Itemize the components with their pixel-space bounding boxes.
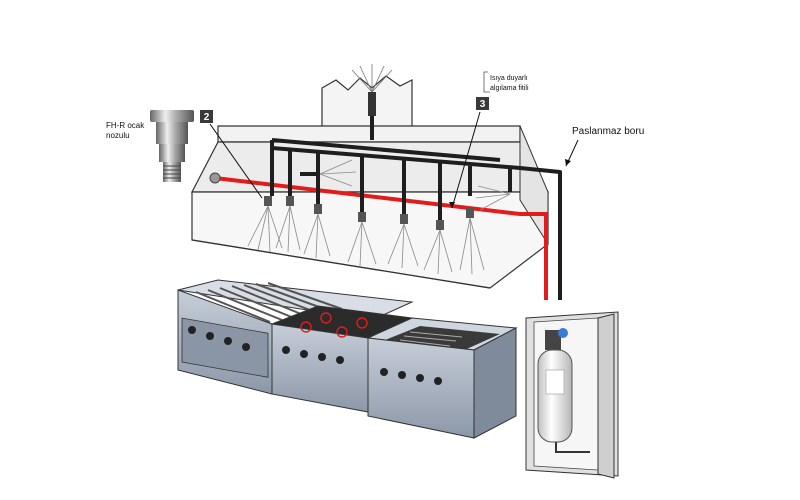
agent-cylinder-cabinet (526, 312, 618, 478)
detector-label-line2: algılama fitili (490, 85, 529, 92)
detector-label-line1: Isıya duyarlı (490, 75, 528, 82)
detection-link-icon (210, 173, 220, 183)
pipe-callout-arrow (565, 140, 578, 166)
fh-r-nozzle-detail (150, 110, 194, 182)
nozzle-label-line2: nozulu (106, 131, 130, 140)
pipe-label: Paslanmaz boru (572, 126, 644, 137)
exhaust-duct (322, 64, 412, 128)
detector-callout-number: 3 (480, 99, 486, 110)
fryer-appliance (368, 318, 516, 438)
nozzle-callout-number: 2 (204, 112, 210, 123)
nozzle-label-line1: FH-R ocak (106, 121, 145, 130)
